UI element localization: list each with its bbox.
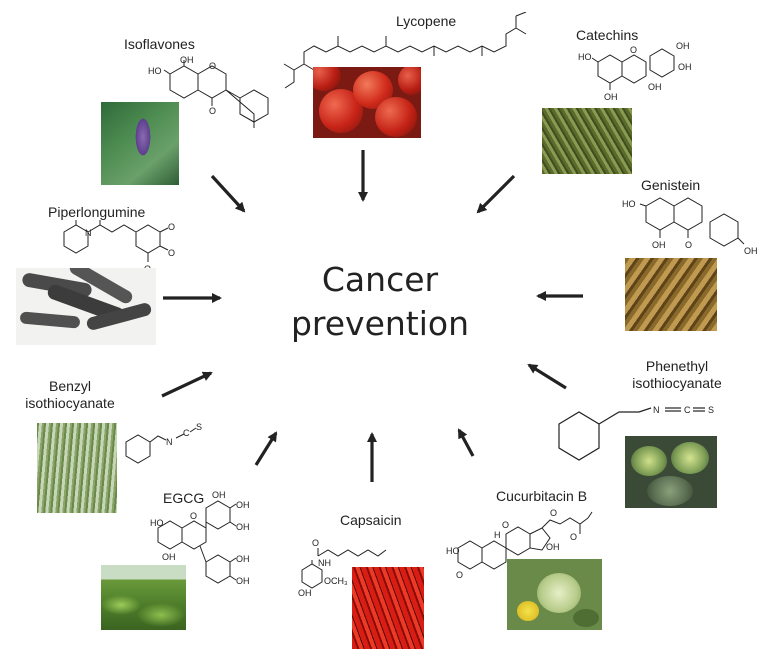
atom-h: H — [494, 530, 501, 540]
structure-capsaicin: O NH OCH₃ OH — [298, 538, 387, 598]
atom-ho: HO — [446, 546, 460, 556]
garden-cress-photo — [37, 423, 117, 513]
atom-s: S — [196, 422, 202, 432]
atom-ho: HO — [622, 199, 636, 209]
tea-plantation-photo — [101, 565, 186, 630]
kudzu-flower-photo — [101, 102, 179, 185]
atom-o: O — [685, 240, 692, 250]
atom-s: S — [708, 405, 714, 415]
atom-c: C — [684, 405, 691, 415]
label-phenethyl-line-2: isothiocyanate — [632, 375, 722, 391]
atom-o: O — [190, 511, 197, 521]
cabbage-photo — [625, 436, 717, 508]
atom-ho: HO — [578, 52, 592, 62]
atom-o: O — [550, 508, 557, 518]
label-catechins: Catechins — [576, 27, 639, 43]
tomatoes-photo — [313, 67, 421, 138]
label-phenethyl: Phenethyl isothiocyanate — [617, 358, 737, 392]
atom-oh: OH — [236, 576, 250, 586]
atom-oh: OH — [676, 41, 690, 51]
label-egcg: EGCG — [163, 490, 205, 506]
structure-egcg: HO OH O OH OH OH OH OH — [150, 490, 250, 586]
atom-oh: OH — [236, 500, 250, 510]
label-benzyl: Benzyl isothiocyanate — [20, 378, 120, 412]
tea-shrub-photo — [542, 108, 632, 174]
atom-ho: HO — [150, 518, 164, 528]
soybean-pods-photo — [625, 258, 717, 331]
title-line-1: Cancer — [321, 260, 439, 299]
label-phenethyl-line-1: Phenethyl — [645, 358, 709, 374]
atom-o: O — [168, 222, 175, 232]
atom-c: C — [183, 428, 190, 438]
label-benzyl-line-1: Benzyl — [48, 378, 92, 394]
atom-n: N — [85, 228, 92, 238]
atom-oh: OH — [546, 542, 560, 552]
arrow-benzyl — [161, 371, 213, 398]
arrow-cucurbitacin — [457, 428, 475, 457]
atom-oh: OH — [648, 82, 662, 92]
label-piperlongumine: Piperlongumine — [48, 204, 146, 220]
atom-o: O — [685, 196, 692, 198]
atom-oh: OH — [236, 522, 250, 532]
atom-oh: OH — [298, 588, 312, 598]
structure-lycopene — [283, 12, 527, 89]
long-pepper-photo — [16, 268, 156, 345]
structure-genistein: HO O OH O OH — [622, 196, 758, 256]
arrow-catechins — [476, 174, 516, 214]
structure-isoflavones: OH HO O O — [148, 56, 269, 128]
atom-o: O — [312, 538, 319, 548]
atom-o: O — [209, 106, 216, 116]
atom-n: N — [653, 405, 660, 415]
structure-catechins: HO OH O OH OH OH — [578, 41, 692, 102]
label-isoflavones: Isoflavones — [124, 36, 195, 52]
arrow-egcg — [254, 431, 278, 466]
atom-oh: OH — [180, 56, 194, 65]
atom-ho: HO — [148, 66, 162, 76]
atom-oh: OH — [744, 246, 758, 256]
structure-phenethyl-isothiocyanate: N C S — [558, 405, 714, 461]
chili-peppers-photo — [352, 567, 424, 649]
title-line-2: prevention — [290, 304, 470, 343]
central-title: Cancer prevention — [250, 258, 510, 346]
structure-benzyl-isothiocyanate: N C S — [125, 422, 202, 464]
atom-oh: OH — [212, 490, 226, 500]
atom-o: O — [570, 532, 577, 542]
label-lycopene: Lycopene — [396, 13, 457, 29]
arrow-phenethyl — [527, 363, 567, 390]
structure-cucurbitacin-b: HO O H O OH O O — [446, 508, 593, 580]
atom-o: O — [456, 570, 463, 580]
atom-o: O — [630, 45, 637, 55]
atom-oh: OH — [652, 240, 666, 250]
atom-nh: NH — [318, 558, 331, 568]
atom-o: O — [502, 520, 509, 530]
label-capsaicin: Capsaicin — [340, 512, 402, 528]
label-benzyl-line-2: isothiocyanate — [25, 395, 115, 411]
atom-oh: OH — [162, 552, 176, 562]
atom-oh: OH — [604, 92, 618, 102]
atom-o: O — [209, 61, 216, 71]
atom-och3: OCH₃ — [324, 576, 348, 586]
atom-oh: OH — [678, 62, 692, 72]
atom-n: N — [166, 437, 173, 447]
cucumber-flower-photo — [507, 559, 602, 630]
label-cucurbitacin: Cucurbitacin B — [496, 488, 588, 504]
label-genistein: Genistein — [641, 177, 701, 193]
atom-o: O — [168, 248, 175, 258]
atom-oh: OH — [236, 554, 250, 564]
arrow-isoflavones — [210, 174, 246, 213]
